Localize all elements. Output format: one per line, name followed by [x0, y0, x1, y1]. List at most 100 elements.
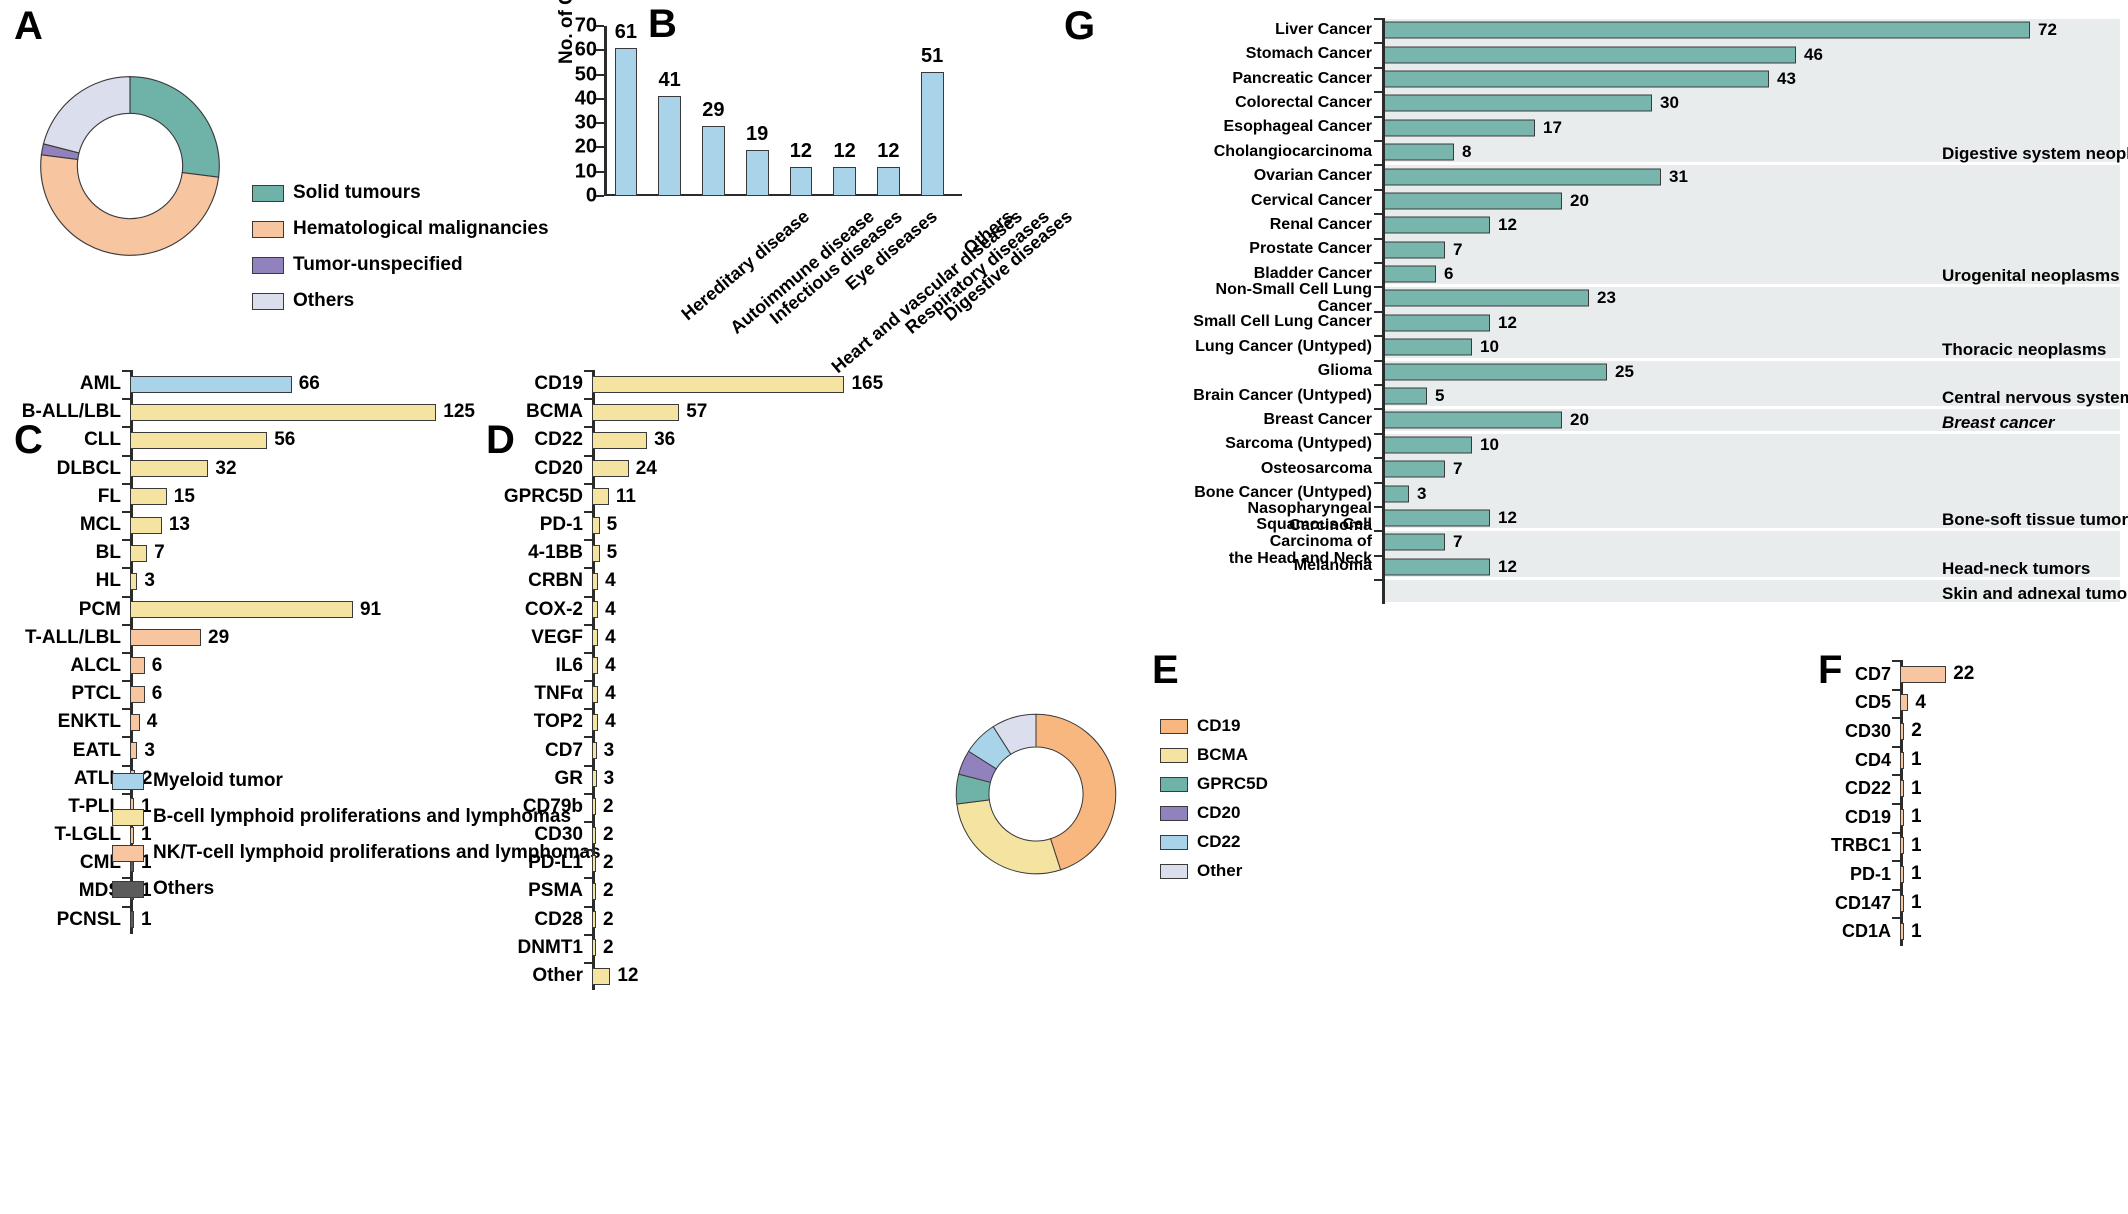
bar-category-label: B-ALL/LBL [21, 401, 121, 423]
donut-slice [992, 713, 1037, 755]
bar [1900, 694, 1909, 712]
bar [877, 166, 900, 196]
bar-value-label: 7 [1453, 239, 1463, 259]
bar-track: 1 [1892, 917, 1922, 946]
bar-category-label: ENKTL [57, 711, 121, 733]
bar [1900, 722, 1905, 740]
panel-g-axis-tick [1374, 506, 1383, 508]
bar-row: BL 7 [10, 539, 510, 567]
bar [130, 657, 145, 675]
axis-tick [1892, 917, 1900, 920]
panel-g-bar-track: 7 [1382, 457, 2120, 481]
bar-value-label: 2 [603, 795, 614, 817]
bar-track: 57 [584, 398, 707, 426]
bar-value-label: 3 [603, 739, 615, 761]
bar-track: 12 [584, 961, 639, 990]
bar-value-label: 165 [851, 373, 884, 395]
bar-track: 3 [584, 764, 614, 793]
bar-value-label: 2 [603, 936, 614, 958]
bar [1382, 289, 1589, 307]
panel-g-axis-tick [1374, 481, 1383, 484]
panel-g-bar-track: 20 [1382, 408, 2120, 432]
axis-tick [584, 482, 592, 485]
bar [1382, 436, 1472, 454]
bar-track: 1 [122, 905, 152, 934]
bar-value-label: 2 [141, 767, 153, 789]
bar [1382, 119, 1535, 137]
legend-item: CD20 [1160, 803, 1268, 823]
panel-g-category-label: Pancreatic Cancer [1232, 69, 1372, 87]
y-axis-tick-label: 30 [574, 111, 597, 134]
axis-tick [122, 736, 130, 739]
bar [130, 713, 140, 731]
bar [1900, 780, 1904, 798]
axis-tick [1892, 888, 1900, 891]
panel-g-bar-row: Sarcoma (Untyped)10 [1170, 433, 2120, 457]
bar-category-label: CD20 [534, 457, 583, 479]
panel-g-category-label: Osteosarcoma [1260, 459, 1372, 477]
bar-track: 5 [584, 510, 617, 539]
bar-category-label: FL [97, 485, 121, 507]
bar-track: 7 [122, 539, 165, 567]
bar-value-label: 56 [274, 429, 296, 451]
bar-value-label: 3 [144, 739, 155, 761]
axis-tick [122, 426, 130, 429]
bar-value-label: 7 [154, 542, 165, 564]
legend-swatch-other [1160, 863, 1188, 879]
legend-swatch-bcell [112, 808, 144, 826]
bar-value-label: 125 [443, 401, 475, 423]
axis-tick [584, 595, 592, 598]
bar [1900, 808, 1904, 826]
axis-tick [584, 539, 592, 542]
bar-track: 32 [122, 454, 237, 483]
bar-category-label: CD5 [1854, 692, 1891, 713]
axis-tick [122, 454, 130, 457]
axis-tick [1892, 831, 1900, 834]
bar [130, 544, 148, 562]
bar [592, 882, 596, 900]
bar-track: 1 [1892, 888, 1922, 918]
panel-g-axis-tick [1374, 335, 1383, 338]
bar-value-label: 1 [1911, 863, 1922, 885]
legend-swatch-others [112, 880, 144, 898]
bar-value-label: 2 [1911, 720, 1922, 742]
panel-g-bar-track: 12 [1382, 311, 2120, 335]
bar-value-label: 1 [141, 880, 152, 902]
bar-track: 4 [584, 623, 616, 652]
panel-g-group-label: Thoracic neoplasms [1942, 339, 2107, 359]
axis-tick [584, 708, 592, 711]
bar-value-label: 1 [141, 795, 152, 817]
panel-g-bar-track: 7 [1382, 530, 2120, 554]
panel-g-bar-track: 5 [1382, 384, 2120, 408]
bar-category-label: GPRC5D [503, 485, 583, 507]
bar [130, 826, 134, 844]
bar-category-label: CD30 [534, 824, 583, 846]
bar-track: 56 [122, 426, 296, 454]
panel-g-bar-track: 20 [1382, 189, 2120, 213]
panel-g-axis-tick [1374, 579, 1383, 582]
donut-slice [129, 76, 220, 178]
legend-item: BCMA [1160, 745, 1268, 765]
bar-value-label: 72 [2038, 20, 2057, 40]
bar [130, 911, 134, 929]
bar [130, 601, 353, 619]
y-axis-tick-label: 40 [574, 87, 597, 110]
panel-g-bar-track: 72 [1382, 18, 2120, 42]
bar [1382, 216, 1490, 234]
legend-label: B-cell lymphoid proliferations and lymph… [153, 806, 572, 827]
bar [1382, 70, 1769, 88]
bar-category-label: BL [95, 542, 121, 564]
panel-g-group-band [1384, 580, 2120, 602]
bar-category-label: CD19 [534, 373, 583, 395]
